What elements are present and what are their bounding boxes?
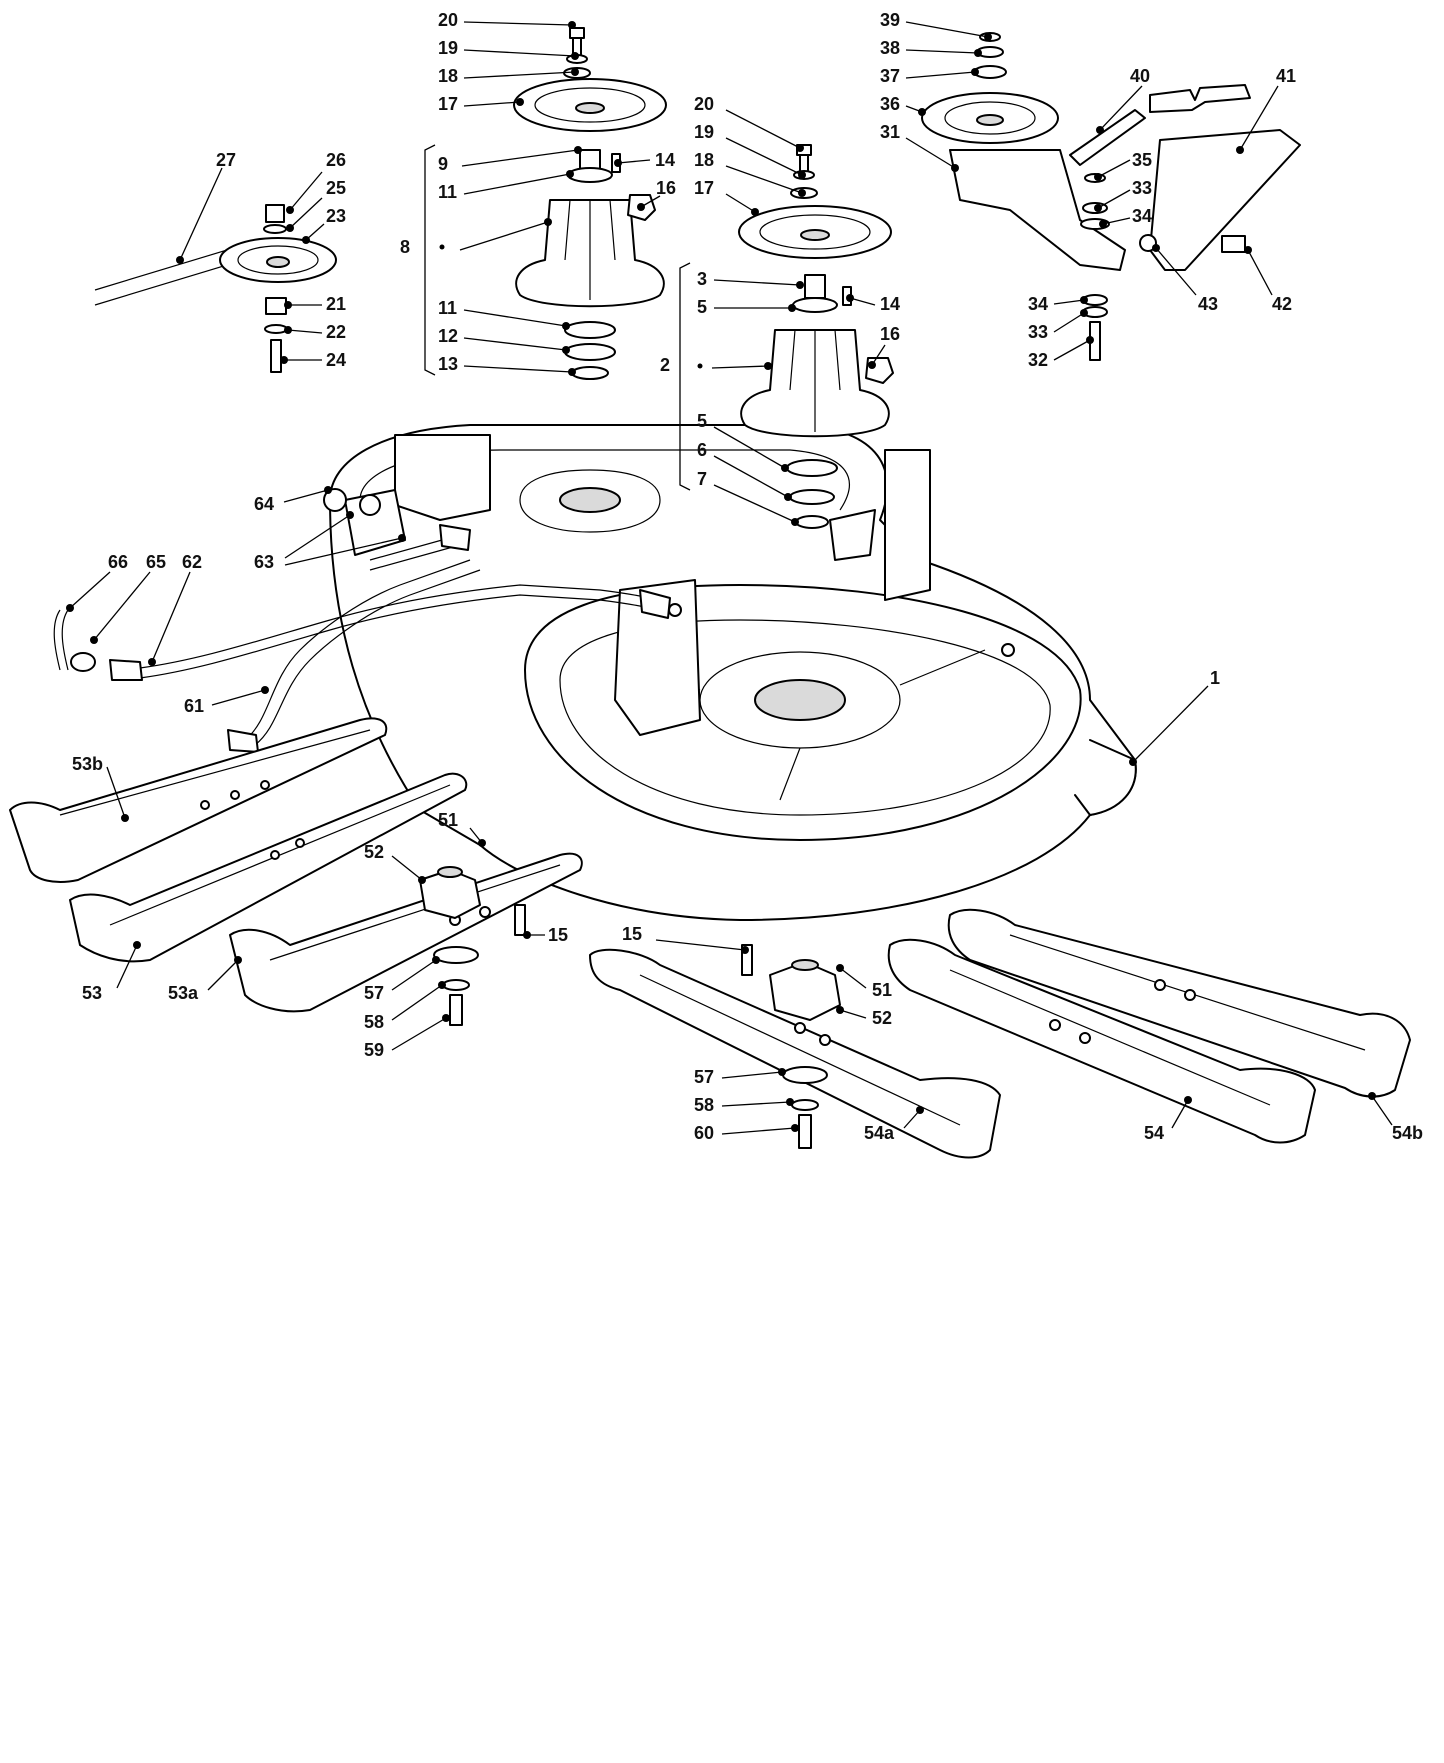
callout-64: 64 xyxy=(254,494,274,514)
callout-1: 1 xyxy=(1210,668,1220,688)
callout-33-lower: 33 xyxy=(1028,322,1048,342)
idler-pulley-assembly xyxy=(94,204,337,373)
callout-15: 15 xyxy=(548,925,568,945)
bracket-2 xyxy=(679,262,691,491)
callout-54b: 54b xyxy=(1392,1123,1423,1143)
callout-22: 22 xyxy=(326,322,346,342)
mower-deck xyxy=(329,424,1137,921)
callout-59: 59 xyxy=(364,1040,384,1060)
callout-42: 42 xyxy=(1272,294,1292,314)
callout-11-lower: 11 xyxy=(438,298,457,318)
callout-51: 51 xyxy=(438,810,458,830)
callout-61: 61 xyxy=(184,696,204,716)
callout-58-right: 58 xyxy=(694,1095,714,1115)
callout-40: 40 xyxy=(1130,66,1150,86)
callout-26: 26 xyxy=(326,150,346,170)
callout-52: 52 xyxy=(364,842,384,862)
callout-17: 17 xyxy=(438,94,458,114)
callout-7: 7 xyxy=(697,469,707,489)
callout-5: 5 xyxy=(697,297,707,317)
callout-43: 43 xyxy=(1198,294,1218,314)
callout-57-right: 57 xyxy=(694,1067,714,1087)
callout-31: 31 xyxy=(880,122,900,142)
callout-53a: 53a xyxy=(168,983,199,1003)
callout-3: 3 xyxy=(697,269,707,289)
callout-39: 39 xyxy=(880,10,900,30)
callout-54: 54 xyxy=(1144,1123,1164,1143)
callout-41: 41 xyxy=(1276,66,1296,86)
height-adjust-linkage xyxy=(53,488,671,753)
callout-25: 25 xyxy=(326,178,346,198)
callout-58: 58 xyxy=(364,1012,384,1032)
callout-33: 33 xyxy=(1132,178,1152,198)
callout-14-right: 14 xyxy=(880,294,900,314)
callout-34-lower: 34 xyxy=(1028,294,1048,314)
callout-36: 36 xyxy=(880,94,900,114)
callout-23: 23 xyxy=(326,206,346,226)
callout-51-right: 51 xyxy=(872,980,892,1000)
callout-19: 19 xyxy=(438,38,458,58)
callout-19-right: 19 xyxy=(694,122,714,142)
callout-27: 27 xyxy=(216,150,236,170)
bracket-8-dot xyxy=(439,244,445,250)
callout-8: 8 xyxy=(400,237,410,257)
callout-54a: 54a xyxy=(864,1123,895,1143)
bracket-2-dot xyxy=(697,363,703,369)
right-spindle-assembly xyxy=(738,144,894,529)
callout-63: 63 xyxy=(254,552,274,572)
callout-62: 62 xyxy=(182,552,202,572)
callout-18: 18 xyxy=(438,66,458,86)
callout-16-right: 16 xyxy=(880,324,900,344)
callout-18-right: 18 xyxy=(694,150,714,170)
callout-13: 13 xyxy=(438,354,458,374)
callout-57: 57 xyxy=(364,983,384,1003)
callout-32: 32 xyxy=(1028,350,1048,370)
callout-60: 60 xyxy=(694,1123,714,1143)
callout-34: 34 xyxy=(1132,206,1152,226)
callout-17-right: 17 xyxy=(694,178,714,198)
callout-6: 6 xyxy=(697,440,707,460)
callout-11: 11 xyxy=(438,182,457,202)
callout-35: 35 xyxy=(1132,150,1152,170)
belt-tensioner-assembly xyxy=(921,32,1301,361)
blade-hubs xyxy=(419,866,841,1149)
left-spindle-assembly xyxy=(513,27,667,380)
callout-20: 20 xyxy=(438,10,458,30)
callout-37: 37 xyxy=(880,66,900,86)
callout-9: 9 xyxy=(438,154,448,174)
callout-65: 65 xyxy=(146,552,166,572)
callout-16: 16 xyxy=(656,178,676,198)
callout-66: 66 xyxy=(108,552,128,572)
callout-21: 21 xyxy=(326,294,346,314)
callout-15-right: 15 xyxy=(622,924,642,944)
callout-24: 24 xyxy=(326,350,346,370)
callout-5-lower: 5 xyxy=(697,411,707,431)
callout-20-right: 20 xyxy=(694,94,714,114)
mower-blades xyxy=(9,717,1411,1159)
callout-38: 38 xyxy=(880,38,900,58)
callout-2: 2 xyxy=(660,355,670,375)
callout-53: 53 xyxy=(82,983,102,1003)
callout-14: 14 xyxy=(655,150,675,170)
callout-53b: 53b xyxy=(72,754,103,774)
callout-labels: 20 19 18 17 9 11 8 11 12 13 14 16 27 26 … xyxy=(66,10,1423,1143)
callout-12: 12 xyxy=(438,326,458,346)
callout-52-right: 52 xyxy=(872,1008,892,1028)
bracket-8 xyxy=(424,144,436,376)
